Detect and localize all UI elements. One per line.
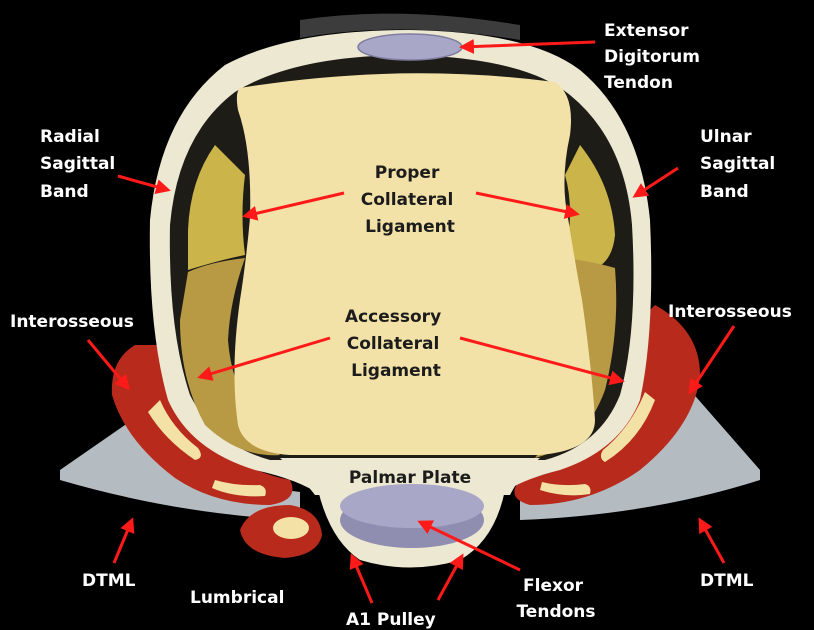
arrow-dtml-left <box>114 520 132 563</box>
lumbrical-tendon <box>273 517 309 539</box>
label-ulnar-sagittal-band: Ulnar Sagittal Band <box>700 127 781 202</box>
arrow-dtml-right <box>700 520 724 563</box>
label-flexor-tendons: Flexor Tendons <box>516 576 595 622</box>
label-interosseous-left: Interosseous <box>10 312 134 332</box>
extensor-tendon-shape <box>358 34 462 60</box>
label-proper-collateral: Proper Collateral Ligament <box>361 163 460 237</box>
label-interosseous-right: Interosseous <box>668 302 792 322</box>
label-palmar-plate: Palmar Plate <box>349 468 471 488</box>
label-extensor: Extensor Digitorum Tendon <box>604 21 706 93</box>
label-dtml-right: DTML <box>700 571 754 591</box>
label-radial-sagittal-band: Radial Sagittal Band <box>40 127 121 202</box>
label-dtml-left: DTML <box>82 571 136 591</box>
flexor-tendons-top <box>340 484 484 528</box>
metacarpal-head <box>234 73 595 455</box>
label-a1-pulley: A1 Pulley <box>346 610 436 630</box>
arrow-a1-pulley <box>352 556 372 603</box>
label-lumbrical: Lumbrical <box>190 588 284 608</box>
label-accessory-collateral: Accessory Collateral Ligament <box>345 307 447 381</box>
